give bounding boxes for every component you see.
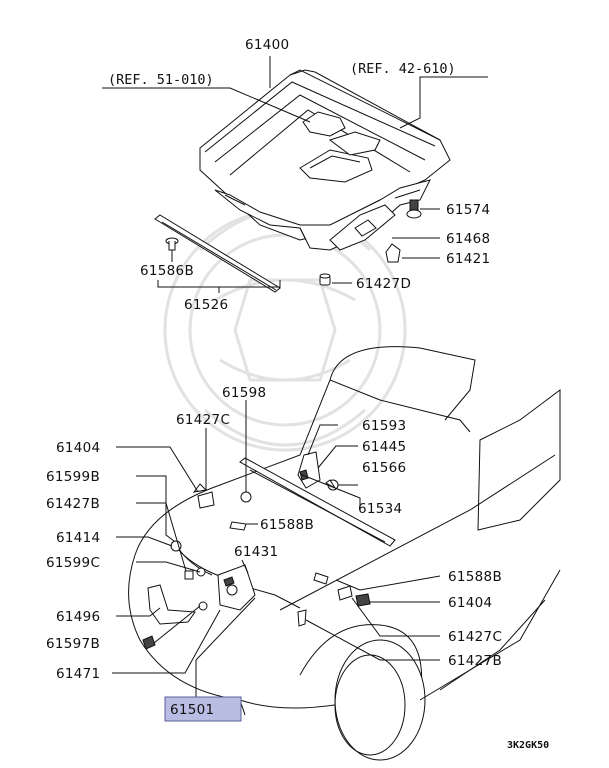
ref-label-right: (REF. 42-610) xyxy=(350,61,456,77)
highlight-box-61501 xyxy=(164,696,242,722)
part-label-61421: 61421 xyxy=(446,251,490,267)
part-label-61599c: 61599C xyxy=(46,555,100,571)
part-label-61414: 61414 xyxy=(56,530,100,546)
bracket-61593 xyxy=(297,451,321,489)
part-label-61598: 61598 xyxy=(222,385,266,401)
ref-label-left: (REF. 51-010) xyxy=(108,72,214,88)
part-label-61501: 61501 xyxy=(170,702,214,718)
part-label-61534: 61534 xyxy=(358,501,402,517)
part-label-61566: 61566 xyxy=(362,460,406,476)
part-label-61471: 61471 xyxy=(56,666,100,682)
hood-weatherstrip xyxy=(154,214,281,293)
hood-prop-rod xyxy=(239,457,396,547)
part-label-61588b-right: 61588B xyxy=(448,569,502,585)
part-label-61496: 61496 xyxy=(56,609,100,625)
part-label-61588b-center: 61588B xyxy=(260,517,314,533)
bumper-61468 xyxy=(354,219,377,237)
part-label-61427b-right: 61427B xyxy=(448,653,502,669)
part-label-61427c-right: 61427C xyxy=(448,629,502,645)
hood-panel xyxy=(199,69,451,251)
bumper-61427d xyxy=(319,273,331,286)
hood-latch-61431 xyxy=(217,564,256,611)
part-label-61599b: 61599B xyxy=(46,469,100,485)
leader-lines xyxy=(102,56,488,697)
part-label-61427c-upper: 61427C xyxy=(176,412,230,428)
part-label-61445: 61445 xyxy=(362,439,406,455)
part-label-61574: 61574 xyxy=(446,202,490,218)
part-label-61400: 61400 xyxy=(245,37,289,53)
part-label-61431: 61431 xyxy=(234,544,278,560)
small-fasteners xyxy=(142,483,371,650)
part-label-61586b: 61586B xyxy=(140,263,194,279)
bolt-61574 xyxy=(406,199,422,219)
clip-61586b xyxy=(165,237,179,251)
part-label-61468: 61468 xyxy=(446,231,490,247)
part-label-61427d: 61427D xyxy=(356,276,411,292)
part-label-61427b-left: 61427B xyxy=(46,496,100,512)
part-label-61593: 61593 xyxy=(362,418,406,434)
clip-61421 xyxy=(385,243,401,263)
callout-labels: (REF. 51-010) (REF. 42-610) 61400 61574 … xyxy=(46,37,549,751)
part-label-61404-left: 61404 xyxy=(56,440,100,456)
part-label-61526: 61526 xyxy=(184,297,228,313)
part-label-61404-right: 61404 xyxy=(448,595,492,611)
vehicle-body-outline xyxy=(128,346,561,761)
release-handle-61496 xyxy=(147,584,196,625)
diagram-code: 3K2GK50 xyxy=(507,740,549,751)
part-label-61597b: 61597B xyxy=(46,636,100,652)
